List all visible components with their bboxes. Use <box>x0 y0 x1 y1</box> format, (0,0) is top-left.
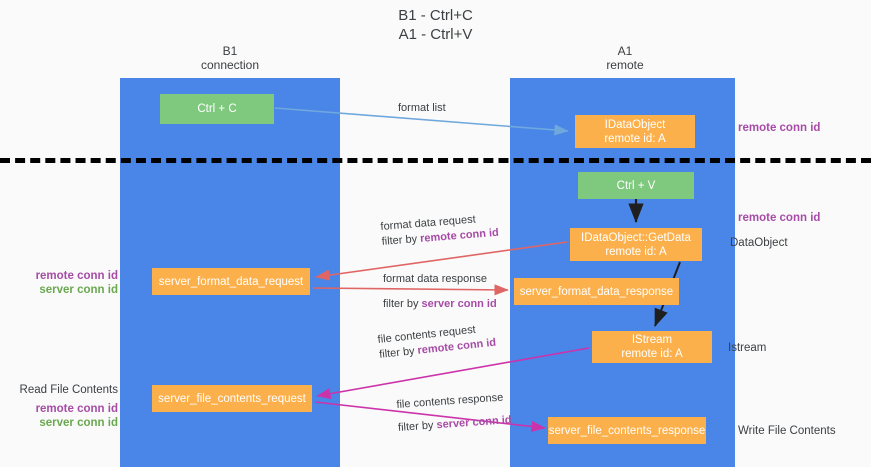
box-server-format-data-response[interactable]: server_format_data_response <box>514 278 679 305</box>
box-istream-line1: IStream <box>631 334 673 346</box>
box-getdata-line2: remote id: A <box>605 245 667 258</box>
label-group-conn-ids-mid: remote conn id server conn id <box>0 269 118 297</box>
box-server-file-contents-request-label: server_file_contents_request <box>158 392 306 405</box>
box-server-file-contents-response-label: server_file_contents_response <box>548 424 706 437</box>
box-getdata-line1: IDataObject::GetData <box>581 231 691 244</box>
box-ctrl-v-label: Ctrl + V <box>616 179 656 192</box>
box-server-file-contents-request[interactable]: server_file_contents_request <box>152 385 312 412</box>
column-header-b1: B1 connection <box>150 44 310 72</box>
column-header-a1-name: A1 <box>617 44 633 58</box>
box-idataobject-line1: IDataObject <box>604 118 666 131</box>
box-istream[interactable]: IStream remote id: A <box>592 331 712 363</box>
arrow-label-format-list: format list <box>398 102 446 114</box>
diagram-title: B1 - Ctrl+C A1 - Ctrl+V <box>0 6 871 44</box>
box-idataobject-line2: remote id: A <box>604 132 666 145</box>
label-write-file-contents: Write File Contents <box>738 425 836 437</box>
box-server-format-data-request[interactable]: server_format_data_request <box>152 268 310 295</box>
arrow-label-file-contents-response: file contents response filter by server … <box>396 390 512 436</box>
column-header-a1: A1 remote <box>545 44 705 72</box>
title-line-2: A1 - Ctrl+V <box>398 26 473 43</box>
column-header-a1-role: remote <box>606 58 644 72</box>
box-server-format-data-response-label: server_format_data_response <box>519 285 674 298</box>
title-line-1: B1 - Ctrl+C <box>398 7 473 24</box>
column-header-b1-role: connection <box>200 58 260 72</box>
arrow-label-format-data-request: format data request filter by remote con… <box>380 211 499 250</box>
box-istream-line2: remote id: A <box>621 348 683 360</box>
arrow-label-format-data-response-filter: filter by server conn id <box>383 298 497 310</box>
box-idataobject-getdata[interactable]: IDataObject::GetData remote id: A <box>570 228 702 261</box>
arrow-label-format-data-response-line1: format data response <box>383 273 487 285</box>
box-server-format-data-request-label: server_format_data_request <box>158 275 304 288</box>
label-remote-conn-id-left-bottom: remote conn id <box>35 403 118 415</box>
label-read-file-contents: Read File Contents <box>19 384 118 396</box>
arrow-label-file-contents-response-filter: filter by server conn id <box>397 414 512 434</box>
label-remote-conn-id-mid: remote conn id <box>738 212 821 224</box>
box-ctrl-c[interactable]: Ctrl + C <box>160 94 274 124</box>
box-ctrl-c-label: Ctrl + C <box>197 103 237 115</box>
label-server-conn-id-left-mid: server conn id <box>39 284 118 296</box>
section-divider <box>0 158 871 163</box>
box-ctrl-v[interactable]: Ctrl + V <box>578 172 694 199</box>
label-server-conn-id-left-bottom: server conn id <box>39 417 118 429</box>
box-idataobject[interactable]: IDataObject remote id: A <box>575 115 695 148</box>
label-remote-conn-id-top: remote conn id <box>738 122 821 134</box>
arrow-label-file-contents-response-line1: file contents response <box>396 391 504 411</box>
column-header-b1-name: B1 <box>222 44 238 58</box>
label-group-read-file-contents: Read File Contents remote conn id server… <box>0 383 118 430</box>
label-remote-conn-id-left-mid: remote conn id <box>35 270 118 282</box>
label-istream: Istream <box>728 342 767 354</box>
box-server-file-contents-response[interactable]: server_file_contents_response <box>548 417 706 444</box>
arrow-label-format-data-response: format data response filter by server co… <box>383 272 497 312</box>
label-dataobject: DataObject <box>730 237 788 249</box>
arrow-label-file-contents-request: file contents request filter by remote c… <box>377 321 497 363</box>
